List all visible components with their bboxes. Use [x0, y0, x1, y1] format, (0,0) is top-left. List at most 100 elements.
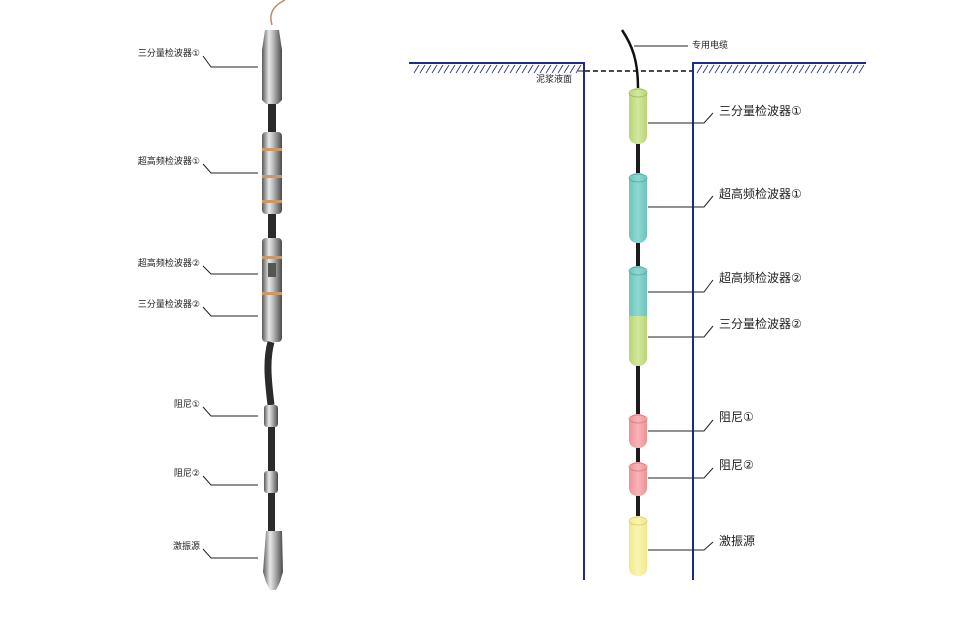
hatch-line	[726, 64, 733, 74]
hatch-line	[804, 64, 811, 74]
hatch-line	[702, 64, 709, 74]
hatch-line	[503, 64, 510, 74]
hatch-line	[491, 64, 498, 74]
photo-damper-1	[264, 405, 278, 427]
schematic-leaders	[578, 45, 714, 551]
photo-band	[262, 175, 282, 178]
ground-hatch-right	[696, 64, 865, 74]
hatch-line	[816, 64, 823, 74]
photo-leaders	[202, 55, 258, 559]
schematic-label-source: 激振源	[719, 534, 756, 548]
hatch-line	[846, 64, 853, 74]
photo-label-hf-geophone-1: 超高频检波器①	[137, 157, 200, 167]
hatch-line	[708, 64, 715, 74]
hatch-line	[467, 64, 474, 74]
schematic-hf-geophone-2	[628, 266, 648, 322]
schematic-damper-1	[628, 414, 648, 448]
hatch-line	[744, 64, 751, 74]
photo-geophone-1	[262, 30, 282, 104]
hatch-line	[449, 64, 456, 74]
hatch-line	[515, 64, 522, 74]
hatch-line	[521, 64, 528, 74]
mud-level-label: 泥浆液面	[536, 75, 573, 85]
schematic-label-damper-2: 阻尼②	[719, 458, 754, 472]
hatch-line	[443, 64, 450, 74]
photo-hf-geophone-1	[262, 132, 282, 214]
hatch-line	[497, 64, 504, 74]
hatch-line	[768, 64, 775, 74]
hatch-line	[798, 64, 805, 74]
photo-hf-geophone-2	[262, 238, 282, 342]
hatch-line	[738, 64, 745, 74]
hatch-line	[852, 64, 859, 74]
hatch-line	[762, 64, 769, 74]
schematic-hf-geophone-1	[628, 173, 648, 243]
photo-link-2	[268, 214, 276, 238]
schematic-label-hf-geophone-2: 超高频检波器②	[719, 271, 802, 285]
hatch-line	[533, 64, 540, 74]
photo-band	[262, 256, 282, 259]
hatch-line	[810, 64, 817, 74]
photo-window	[268, 263, 276, 277]
hatch-line	[732, 64, 739, 74]
schematic-label-geophone-1: 三分量检波器①	[719, 104, 802, 118]
hatch-line	[551, 64, 558, 74]
photo-label-hf-geophone-2: 超高频检波器②	[137, 259, 200, 269]
schematic-geophone-2	[629, 316, 647, 366]
hatch-line	[461, 64, 468, 74]
hatch-line	[756, 64, 763, 74]
photo-band	[262, 292, 282, 295]
hatch-line	[822, 64, 829, 74]
hatch-line	[575, 64, 582, 74]
hatch-line	[479, 64, 486, 74]
photo-cable-mid	[264, 341, 275, 406]
hatch-line	[527, 64, 534, 74]
hatch-line	[828, 64, 835, 74]
hatch-line	[696, 64, 703, 74]
hatch-line	[545, 64, 552, 74]
hatch-line	[840, 64, 847, 74]
hatch-line	[720, 64, 727, 74]
hatch-line	[774, 64, 781, 74]
ground-hatch-left	[413, 64, 582, 74]
hatch-line	[437, 64, 444, 74]
photo-label-damper-2: 阻尼②	[173, 469, 200, 479]
photo-link-4	[268, 493, 275, 531]
schematic-source	[628, 516, 648, 576]
hatch-line	[539, 64, 546, 74]
hatch-line	[792, 64, 799, 74]
photo-label-geophone-2: 三分量检波器②	[137, 300, 200, 310]
hatch-line	[509, 64, 516, 74]
photo-label-geophone-1: 三分量检波器①	[137, 49, 200, 59]
hatch-line	[473, 64, 480, 74]
hatch-line	[714, 64, 721, 74]
schematic-cable	[620, 29, 640, 89]
hatch-line	[557, 64, 564, 74]
hatch-line	[419, 64, 426, 74]
hatch-line	[858, 64, 865, 74]
schematic-damper-2	[628, 462, 648, 496]
photo-label-source: 激振源	[172, 542, 200, 552]
photo-damper-2	[264, 471, 278, 493]
hatch-line	[780, 64, 787, 74]
photo-link-3	[268, 427, 275, 471]
hatch-line	[455, 64, 462, 74]
schematic-label-geophone-2: 三分量检波器②	[719, 317, 802, 331]
hatch-line	[485, 64, 492, 74]
photo-cable-top	[270, 0, 286, 26]
schematic-geophone-1	[628, 88, 648, 144]
cable-label: 专用电缆	[692, 41, 729, 51]
hatch-line	[786, 64, 793, 74]
schematic-label-damper-1: 阻尼①	[719, 410, 754, 424]
photo-source	[263, 531, 283, 590]
hatch-line	[425, 64, 432, 74]
hatch-line	[413, 64, 420, 74]
photo-band	[262, 148, 282, 151]
photo-link-1	[268, 104, 276, 132]
hatch-line	[431, 64, 438, 74]
photo-label-damper-1: 阻尼①	[173, 400, 200, 410]
schematic-label-hf-geophone-1: 超高频检波器①	[719, 187, 802, 201]
photo-band	[262, 200, 282, 203]
